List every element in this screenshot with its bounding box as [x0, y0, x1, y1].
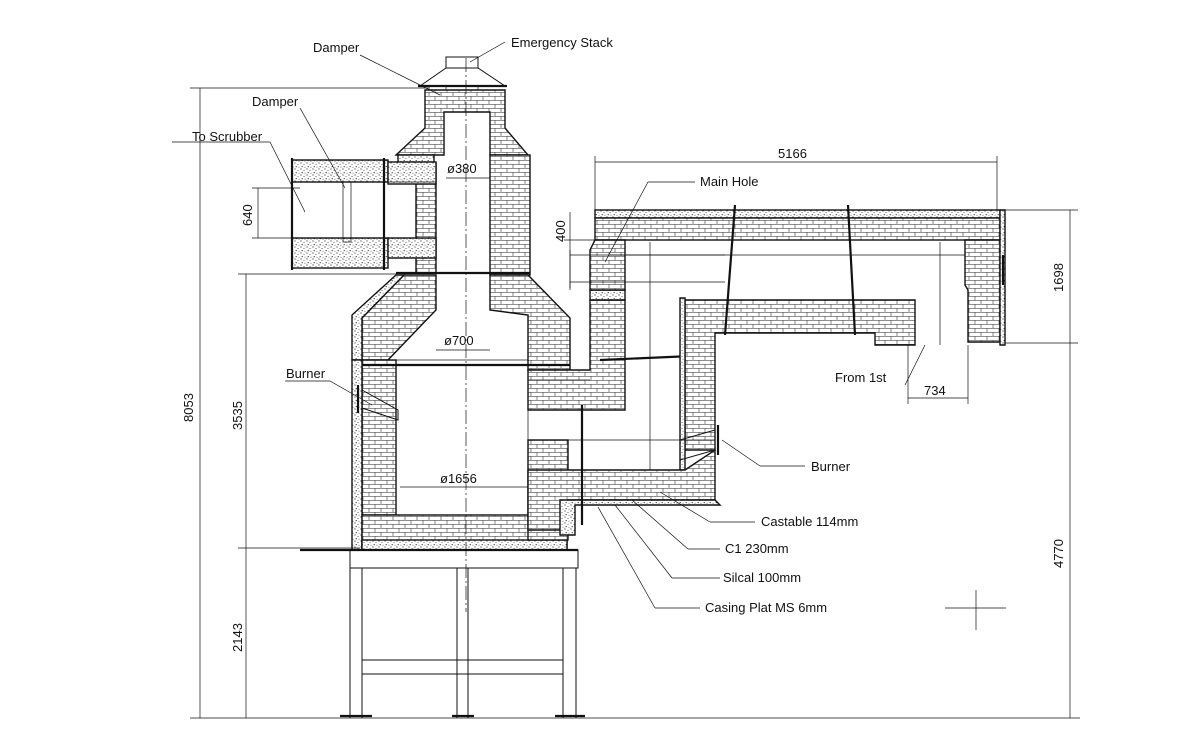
emergency-stack-label: Emergency Stack	[511, 35, 613, 50]
dim-400: 400	[553, 220, 568, 242]
dim-640: 640	[240, 204, 255, 226]
dim-d700: ø700	[444, 333, 474, 348]
dim-d380: ø380	[447, 161, 477, 176]
burner-right-label: Burner	[811, 459, 851, 474]
burner-left-label: Burner	[286, 366, 326, 381]
scrubber-duct	[290, 158, 437, 270]
dim-4770: 4770	[1051, 539, 1066, 568]
damper-top-label: Damper	[313, 40, 360, 55]
silcal-label: Silcal 100mm	[723, 570, 801, 585]
damper-side-label: Damper	[252, 94, 299, 109]
dim-8053: 8053	[181, 393, 196, 422]
castable-label: Castable 114mm	[761, 514, 858, 529]
from-1st-label: From 1st	[835, 370, 887, 385]
casing-label: Casing Plat MS 6mm	[705, 600, 827, 615]
leader-lines	[172, 41, 1006, 630]
dimension-lines	[190, 87, 1080, 719]
dim-1698: 1698	[1051, 263, 1066, 292]
main-hole-label: Main Hole	[700, 174, 759, 189]
dim-d1656: ø1656	[440, 471, 477, 486]
support-stand	[300, 548, 585, 718]
dim-5166: 5166	[778, 146, 807, 161]
to-scrubber-label: To Scrubber	[192, 129, 263, 144]
c1-label: C1 230mm	[725, 541, 789, 556]
dim-3535: 3535	[230, 401, 245, 430]
dim-2143: 2143	[230, 623, 245, 652]
dim-734: 734	[924, 383, 946, 398]
right-chamber	[527, 204, 1006, 536]
